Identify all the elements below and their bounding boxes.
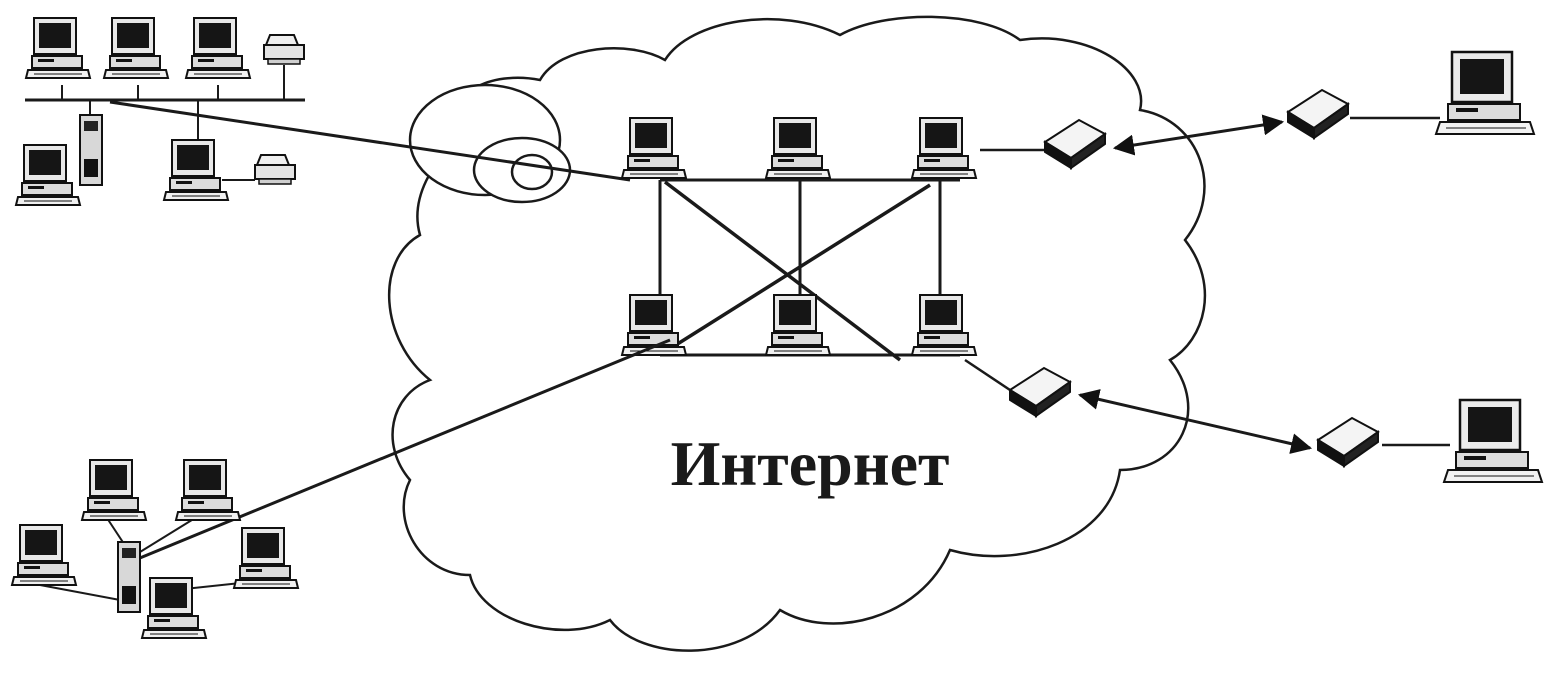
lan2-computer-1 bbox=[81, 459, 147, 521]
lan1-computer-1 bbox=[25, 17, 91, 79]
lan2-uplink bbox=[134, 338, 671, 562]
modem-user-upper bbox=[1287, 89, 1349, 139]
lan2-computer-4 bbox=[233, 527, 299, 589]
lan1-printer-2 bbox=[254, 154, 296, 185]
lan-top-left bbox=[15, 17, 305, 206]
lan1-computer-5 bbox=[163, 139, 229, 201]
dialup-link-lower bbox=[964, 358, 1544, 484]
lan1-printer-1 bbox=[263, 34, 305, 65]
lan1-tower bbox=[79, 114, 103, 186]
lan1-computer-3 bbox=[185, 17, 251, 79]
lan2-computer-3 bbox=[11, 524, 77, 586]
remote-computer-lower bbox=[1442, 398, 1544, 484]
dialup-link-upper bbox=[980, 50, 1536, 169]
lan1-computer-2 bbox=[103, 17, 169, 79]
lan2-hub-tower bbox=[117, 541, 141, 613]
cloud-bubble-small bbox=[510, 153, 554, 191]
lan1-computer-4 bbox=[15, 144, 81, 206]
lan-bottom-left bbox=[11, 459, 299, 639]
lan2-computer-2 bbox=[175, 459, 241, 521]
remote-computer-upper bbox=[1434, 50, 1536, 136]
lan1-uplink bbox=[109, 100, 631, 182]
modem-user-lower bbox=[1317, 417, 1379, 467]
internet-mesh bbox=[621, 117, 977, 362]
cloud-label: Интернет bbox=[671, 428, 950, 499]
